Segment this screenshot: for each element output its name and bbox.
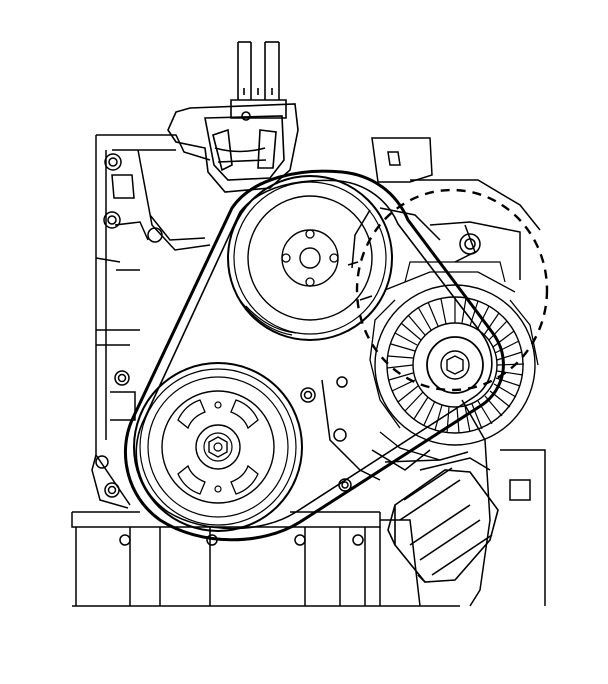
engine-mount-bracket [167, 103, 299, 193]
oil-pan [71, 511, 460, 607]
dashed-callout-circle [355, 188, 549, 392]
belt-tensioner-marker [347, 261, 373, 301]
top-pipes [230, 41, 287, 119]
water-pump-pulley [227, 175, 393, 341]
oil-filter [387, 467, 499, 583]
engine-bolts-left [95, 153, 352, 498]
crankshaft-pulley [133, 362, 303, 532]
engine-block-outline [91, 134, 211, 509]
drive-belt [123, 169, 505, 542]
alternator [369, 261, 539, 461]
